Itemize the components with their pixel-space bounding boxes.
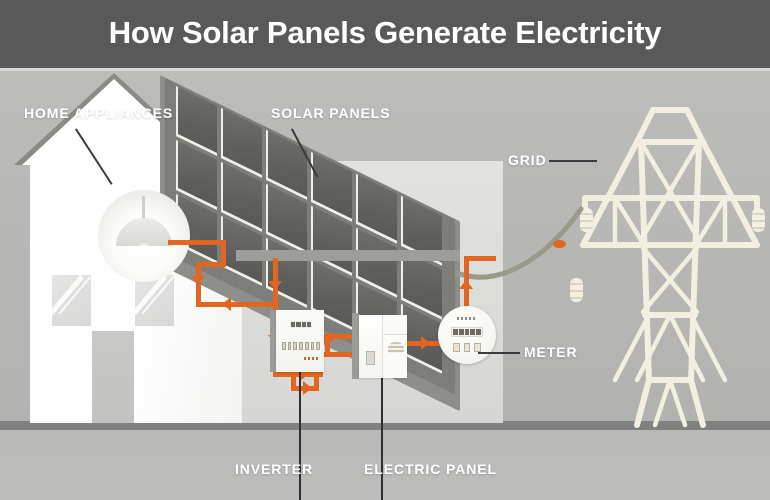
electric-panel-vent xyxy=(388,342,404,353)
label-solar-panels: SOLAR PANELS xyxy=(271,105,391,121)
inverter-branding xyxy=(304,357,318,360)
flow-arrow-right xyxy=(300,367,309,381)
wire-grid-exit xyxy=(464,256,496,261)
electric-panel-upper-section xyxy=(384,315,407,335)
label-home-appliances: HOME APPLIANCES xyxy=(24,105,174,121)
flow-arrow-left xyxy=(222,297,231,311)
conduit-inverter xyxy=(299,372,301,500)
flow-arrow-up xyxy=(320,332,334,341)
front-door xyxy=(92,331,134,423)
wire-panel-riser xyxy=(325,334,330,354)
leader-grid xyxy=(549,160,597,162)
wire-inverter-to-panel xyxy=(314,352,354,357)
label-inverter: INVERTER xyxy=(235,461,313,477)
flow-arrow-down xyxy=(191,276,205,285)
header-bar: How Solar Panels Generate Electricity xyxy=(0,0,770,68)
wire-inverter-loop-a xyxy=(291,372,296,390)
inverter-unit xyxy=(276,310,324,372)
label-meter: METER xyxy=(524,344,578,360)
label-electric-panel: ELECTRIC PANEL xyxy=(364,461,497,477)
label-grid: GRID xyxy=(508,152,547,168)
floor-plane xyxy=(0,430,770,500)
meter-top-bar xyxy=(457,317,477,320)
insulator-right xyxy=(752,208,765,232)
leader-meter xyxy=(478,352,520,354)
electricity-meter xyxy=(438,306,496,364)
flow-arrow-up xyxy=(459,280,473,289)
lamp-light xyxy=(134,243,154,255)
meter-dial-row xyxy=(453,343,482,352)
inverter-switch-row xyxy=(282,342,321,350)
wire-lamp-drop xyxy=(221,240,226,266)
electric-panel-door xyxy=(359,315,383,378)
lamp-cord xyxy=(142,196,145,222)
wire-to-lamp-horizontal xyxy=(196,302,278,307)
inverter-mount-rail xyxy=(270,310,277,372)
electric-panel-unit xyxy=(359,315,407,378)
window-left xyxy=(52,275,91,326)
electric-panel-latch xyxy=(366,351,375,365)
header-divider xyxy=(0,68,770,71)
meter-reading-display xyxy=(451,327,483,337)
window-right xyxy=(135,275,174,326)
wire-inverter-bottom xyxy=(273,372,323,377)
flow-arrow-right xyxy=(303,381,312,395)
conduit-electric-panel xyxy=(381,378,383,500)
wire-panel-feed xyxy=(325,334,357,339)
grid-power-line xyxy=(454,195,605,310)
flow-arrow-down xyxy=(268,281,282,290)
roof-fascia xyxy=(236,250,460,261)
page-title: How Solar Panels Generate Electricity xyxy=(108,15,662,50)
insulator-left xyxy=(580,208,593,232)
ground-line xyxy=(0,421,770,430)
electric-panel-mount-rail xyxy=(352,313,359,379)
inverter-display xyxy=(290,321,312,328)
grid-line-marker xyxy=(553,240,566,248)
insulator-lower-left xyxy=(570,278,583,302)
wire-lamp-feed xyxy=(168,240,224,245)
wire-lamp-top xyxy=(196,262,226,267)
flow-arrow-right xyxy=(421,336,430,350)
